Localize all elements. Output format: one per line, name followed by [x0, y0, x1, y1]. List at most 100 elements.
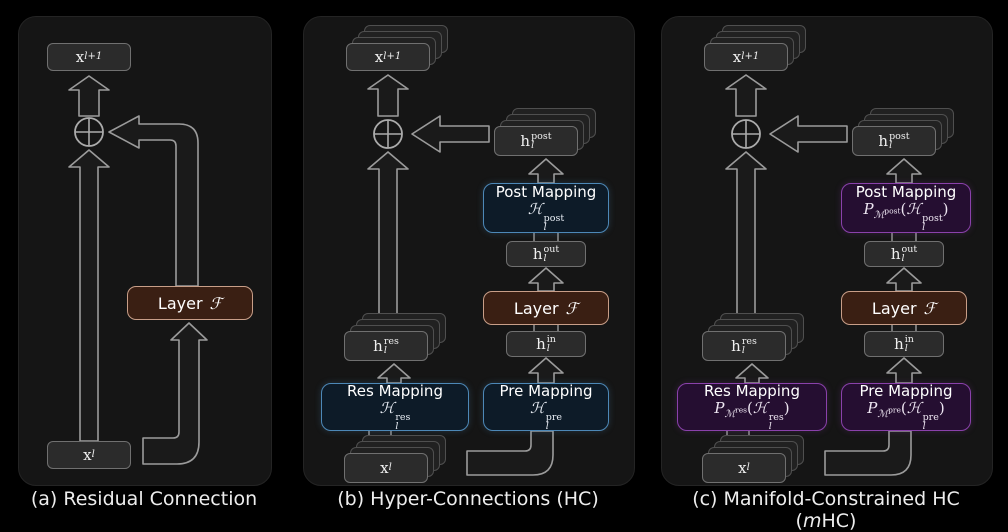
token-subscript: l — [388, 462, 392, 473]
residual-up-arrow — [367, 151, 409, 340]
close-paren: ) — [938, 398, 945, 417]
post-to-add-left-arrow — [411, 115, 490, 153]
mapping-title: Post Mapping — [495, 182, 597, 201]
premap-input-elbow — [824, 430, 912, 476]
script-p-symbol: P — [867, 398, 878, 417]
token-subscript: l+1 — [741, 51, 760, 62]
script-h-symbol: ℋ — [379, 398, 395, 417]
layer-label: Layer — [871, 298, 917, 318]
mapping-title: Res Mapping — [704, 381, 800, 400]
post-to-add-left-arrow — [769, 115, 848, 153]
formula-subscript: l — [922, 222, 926, 233]
layer-up-arrow — [886, 267, 922, 292]
up-arrow-to-output — [68, 75, 110, 117]
layer-function-symbol: ℱ — [565, 298, 579, 318]
mapping-title: Pre Mapping — [499, 381, 593, 400]
script-m-symbol: ℳ — [873, 209, 885, 221]
token-superscript: out — [543, 243, 560, 255]
token-base: h — [731, 337, 741, 355]
panel-c-arrows — [725, 74, 922, 476]
layer-f-box: Layer ℱ — [841, 291, 967, 325]
token-subscript: l — [531, 140, 535, 151]
premap-up-arrow — [528, 357, 564, 384]
token-base: x — [75, 48, 85, 66]
close-paren: ) — [942, 199, 949, 218]
token-base: x — [374, 48, 384, 66]
script-h-symbol: ℋ — [527, 199, 543, 218]
formula-superscript: post — [543, 212, 565, 224]
open-paren: ( — [900, 398, 907, 417]
token-base: h — [890, 245, 901, 263]
script-m-symbol: ℳ — [724, 408, 736, 420]
up-arrow-to-output — [367, 74, 409, 117]
script-h-symbol: ℋ — [529, 398, 545, 417]
token-subscript: l+1 — [383, 51, 402, 62]
open-paren: ( — [747, 398, 753, 417]
caption-hyper-connections: (b) Hyper-Connections (HC) — [337, 488, 599, 510]
mapping-title: Res Mapping — [347, 381, 443, 400]
residual-up-arrow — [68, 149, 110, 442]
formula-superscript: res — [395, 411, 411, 423]
token-base: x — [732, 48, 742, 66]
layer-up-arrow — [528, 267, 564, 292]
token-base: h — [373, 337, 383, 355]
token-subscript: l — [383, 345, 387, 356]
layer-f-box: Layer ℱ — [483, 291, 609, 325]
caption-text: (c) Manifold-Constrained HC ( — [692, 488, 960, 532]
formula-subscript: l — [545, 421, 549, 432]
resmap-up-arrow — [377, 363, 411, 384]
script-m-symbol: ℳ — [877, 408, 889, 420]
layer-label: Layer — [157, 293, 203, 313]
up-arrow-to-output — [725, 74, 767, 117]
token-subscript: l — [901, 253, 905, 264]
layer-f-box: Layer ℱ — [127, 286, 253, 320]
token-subscript: l — [91, 449, 95, 460]
caption-manifold-hc: (c) Manifold-Constrained HC (mHC) — [661, 488, 991, 532]
formula-subscript: l — [768, 421, 772, 432]
token-subscript: l — [889, 140, 893, 151]
mapping-title: Post Mapping — [855, 182, 957, 201]
caption-italic-m: m — [802, 510, 822, 532]
premap-up-arrow — [886, 357, 922, 384]
formula-superscript: pre — [545, 411, 563, 423]
token-base: h — [520, 132, 531, 150]
layer-input-elbow-arrow — [142, 322, 208, 465]
formula-superscript: post — [922, 212, 943, 224]
script-p-symbol: P — [863, 199, 874, 218]
token-subscript: l — [546, 343, 550, 354]
manifold-superscript: post — [884, 206, 901, 216]
layer-function-symbol: ℱ — [923, 298, 937, 318]
token-subscript: l — [904, 343, 908, 354]
close-paren: ) — [783, 398, 790, 417]
residual-up-arrow — [725, 151, 767, 340]
panel-a-arrows — [68, 75, 208, 465]
manifold-superscript: res — [735, 405, 748, 415]
token-superscript: in — [904, 333, 914, 345]
formula-subscript: l — [395, 421, 399, 432]
token-base: h — [878, 132, 889, 150]
add-circle-icon — [373, 119, 403, 149]
formula-superscript: pre — [922, 411, 939, 423]
